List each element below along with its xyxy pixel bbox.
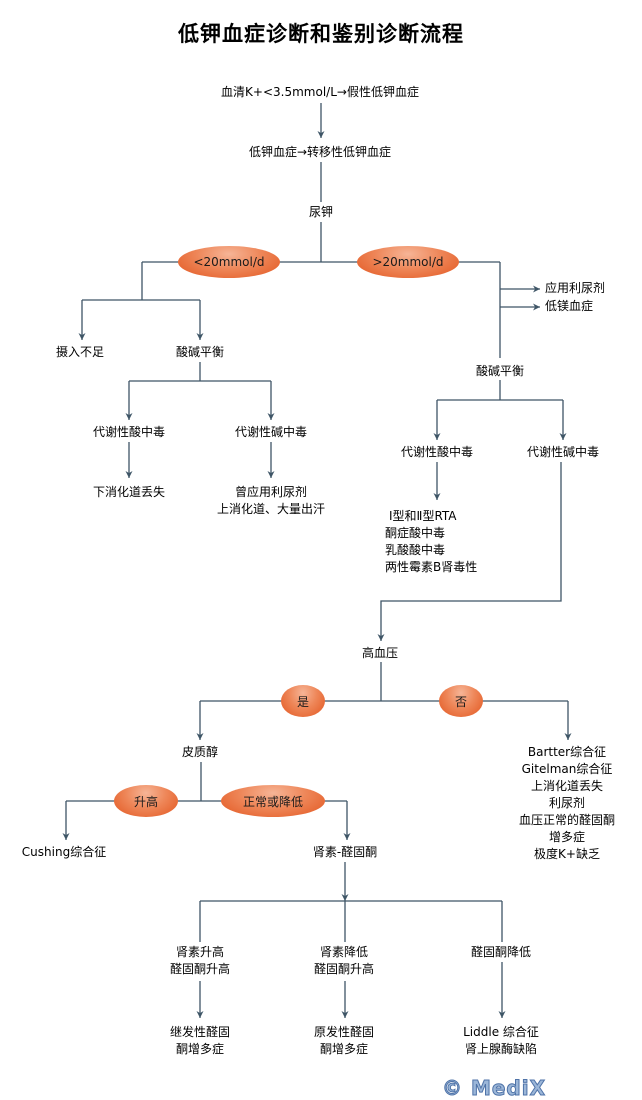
branch-label: 是 xyxy=(296,694,309,709)
node-met-acidosis-right: 代谢性酸中毒 xyxy=(400,445,474,459)
node-intake-insufficient: 摄入不足 xyxy=(55,345,105,359)
node-hypomagnesemia: 低镁血症 xyxy=(545,299,594,313)
node-line: Ⅰ型和Ⅱ型RTA xyxy=(389,509,457,523)
branch-high-urine-k: >20mmol/d xyxy=(357,246,459,278)
node-acidosis-causes: Ⅰ型和Ⅱ型RTA 酮症酸中毒 乳酸酸中毒 两性霉素B肾毒性 xyxy=(385,508,477,576)
node-acid-base-left: 酸碱平衡 xyxy=(175,345,225,359)
node-line: 利尿剂 xyxy=(548,796,586,810)
node-liddle: Liddle 综合征 肾上腺酶缺陷 xyxy=(463,1024,539,1058)
node-met-acidosis-left: 代谢性酸中毒 xyxy=(92,425,166,439)
medix-watermark: © MediX xyxy=(441,1076,547,1100)
node-prior-diuretic: 曾应用利尿剂 上消化道、大量出汗 xyxy=(217,484,325,518)
flowchart-title: 低钾血症诊断和鉴别诊断流程 xyxy=(178,21,464,46)
node-line: 血压正常的醛固酮 xyxy=(518,813,616,827)
node-cortisol: 皮质醇 xyxy=(181,745,219,759)
branch-yes: 是 xyxy=(281,685,325,717)
node-renin-aldo: 肾素-醛固酮 xyxy=(312,845,378,859)
node-line: 上消化道丢失 xyxy=(530,779,604,793)
node-line: 两性霉素B肾毒性 xyxy=(385,560,478,574)
node-met-alkalosis-left: 代谢性碱中毒 xyxy=(234,425,308,439)
node-acid-base-right: 酸碱平衡 xyxy=(475,364,525,378)
branch-no: 否 xyxy=(439,685,483,717)
node-line: 酮增多症 xyxy=(175,1042,225,1056)
node-renin-low: 肾素降低 醛固酮升高 xyxy=(314,944,374,978)
node-diuretic-use: 应用利尿剂 xyxy=(545,281,606,295)
node-lower-gi-loss: 下消化道丢失 xyxy=(92,485,166,499)
node-line: 曾应用利尿剂 xyxy=(234,485,308,499)
node-line: 上消化道、大量出汗 xyxy=(216,502,326,516)
node-line: 乳酸酸中毒 xyxy=(385,543,446,557)
branch-label: <20mmol/d xyxy=(193,255,265,269)
node-line: 酮症酸中毒 xyxy=(385,526,446,540)
branch-low-urine-k: <20mmol/d xyxy=(178,246,280,278)
node-line: 原发性醛固 xyxy=(313,1025,375,1039)
branch-label: 升高 xyxy=(133,794,158,809)
node-cushing: Cushing综合征 xyxy=(21,845,107,859)
node-hypokalemia: 低钾血症→转移性低钾血症 xyxy=(248,145,392,159)
node-line: 极度K+缺乏 xyxy=(534,847,600,861)
node-line: Liddle 综合征 xyxy=(463,1025,539,1039)
node-hypertension: 高血压 xyxy=(361,646,399,660)
node-line: 醛固酮升高 xyxy=(169,962,231,976)
node-line: 肾上腺酶缺陷 xyxy=(464,1042,538,1056)
node-aldo-low: 醛固酮降低 xyxy=(470,945,532,959)
node-line: 肾素升高 xyxy=(175,945,225,959)
branch-elevated: 升高 xyxy=(114,785,178,817)
node-primary-aldo: 原发性醛固 酮增多症 xyxy=(314,1024,374,1058)
branch-label: 否 xyxy=(454,694,467,709)
node-line: 继发性醛固 xyxy=(169,1025,231,1039)
node-met-alkalosis-right: 代谢性碱中毒 xyxy=(526,445,600,459)
node-secondary-aldo: 继发性醛固 酮增多症 xyxy=(170,1024,230,1058)
node-renin-high: 肾素升高 醛固酮升高 xyxy=(170,944,230,978)
node-serum-k: 血清K+<3.5mmol/L→假性低钾血症 xyxy=(221,85,419,99)
node-line: Gitelman综合征 xyxy=(521,762,613,776)
node-line: 酮增多症 xyxy=(319,1042,369,1056)
node-no-causes: Bartter综合征 Gitelman综合征 上消化道丢失 利尿剂 血压正常的醛… xyxy=(519,744,615,863)
branch-label: >20mmol/d xyxy=(372,255,444,269)
node-line: Bartter综合征 xyxy=(527,745,607,759)
node-line: 增多症 xyxy=(548,830,586,844)
branch-label: 正常或降低 xyxy=(242,794,303,809)
branch-normal-or-low: 正常或降低 xyxy=(221,785,325,817)
node-line: 醛固酮升高 xyxy=(313,962,375,976)
node-urine-k: 尿钾 xyxy=(308,205,334,219)
node-line: 肾素降低 xyxy=(319,945,369,959)
line-alkalosis-to-hypertension xyxy=(377,462,562,641)
